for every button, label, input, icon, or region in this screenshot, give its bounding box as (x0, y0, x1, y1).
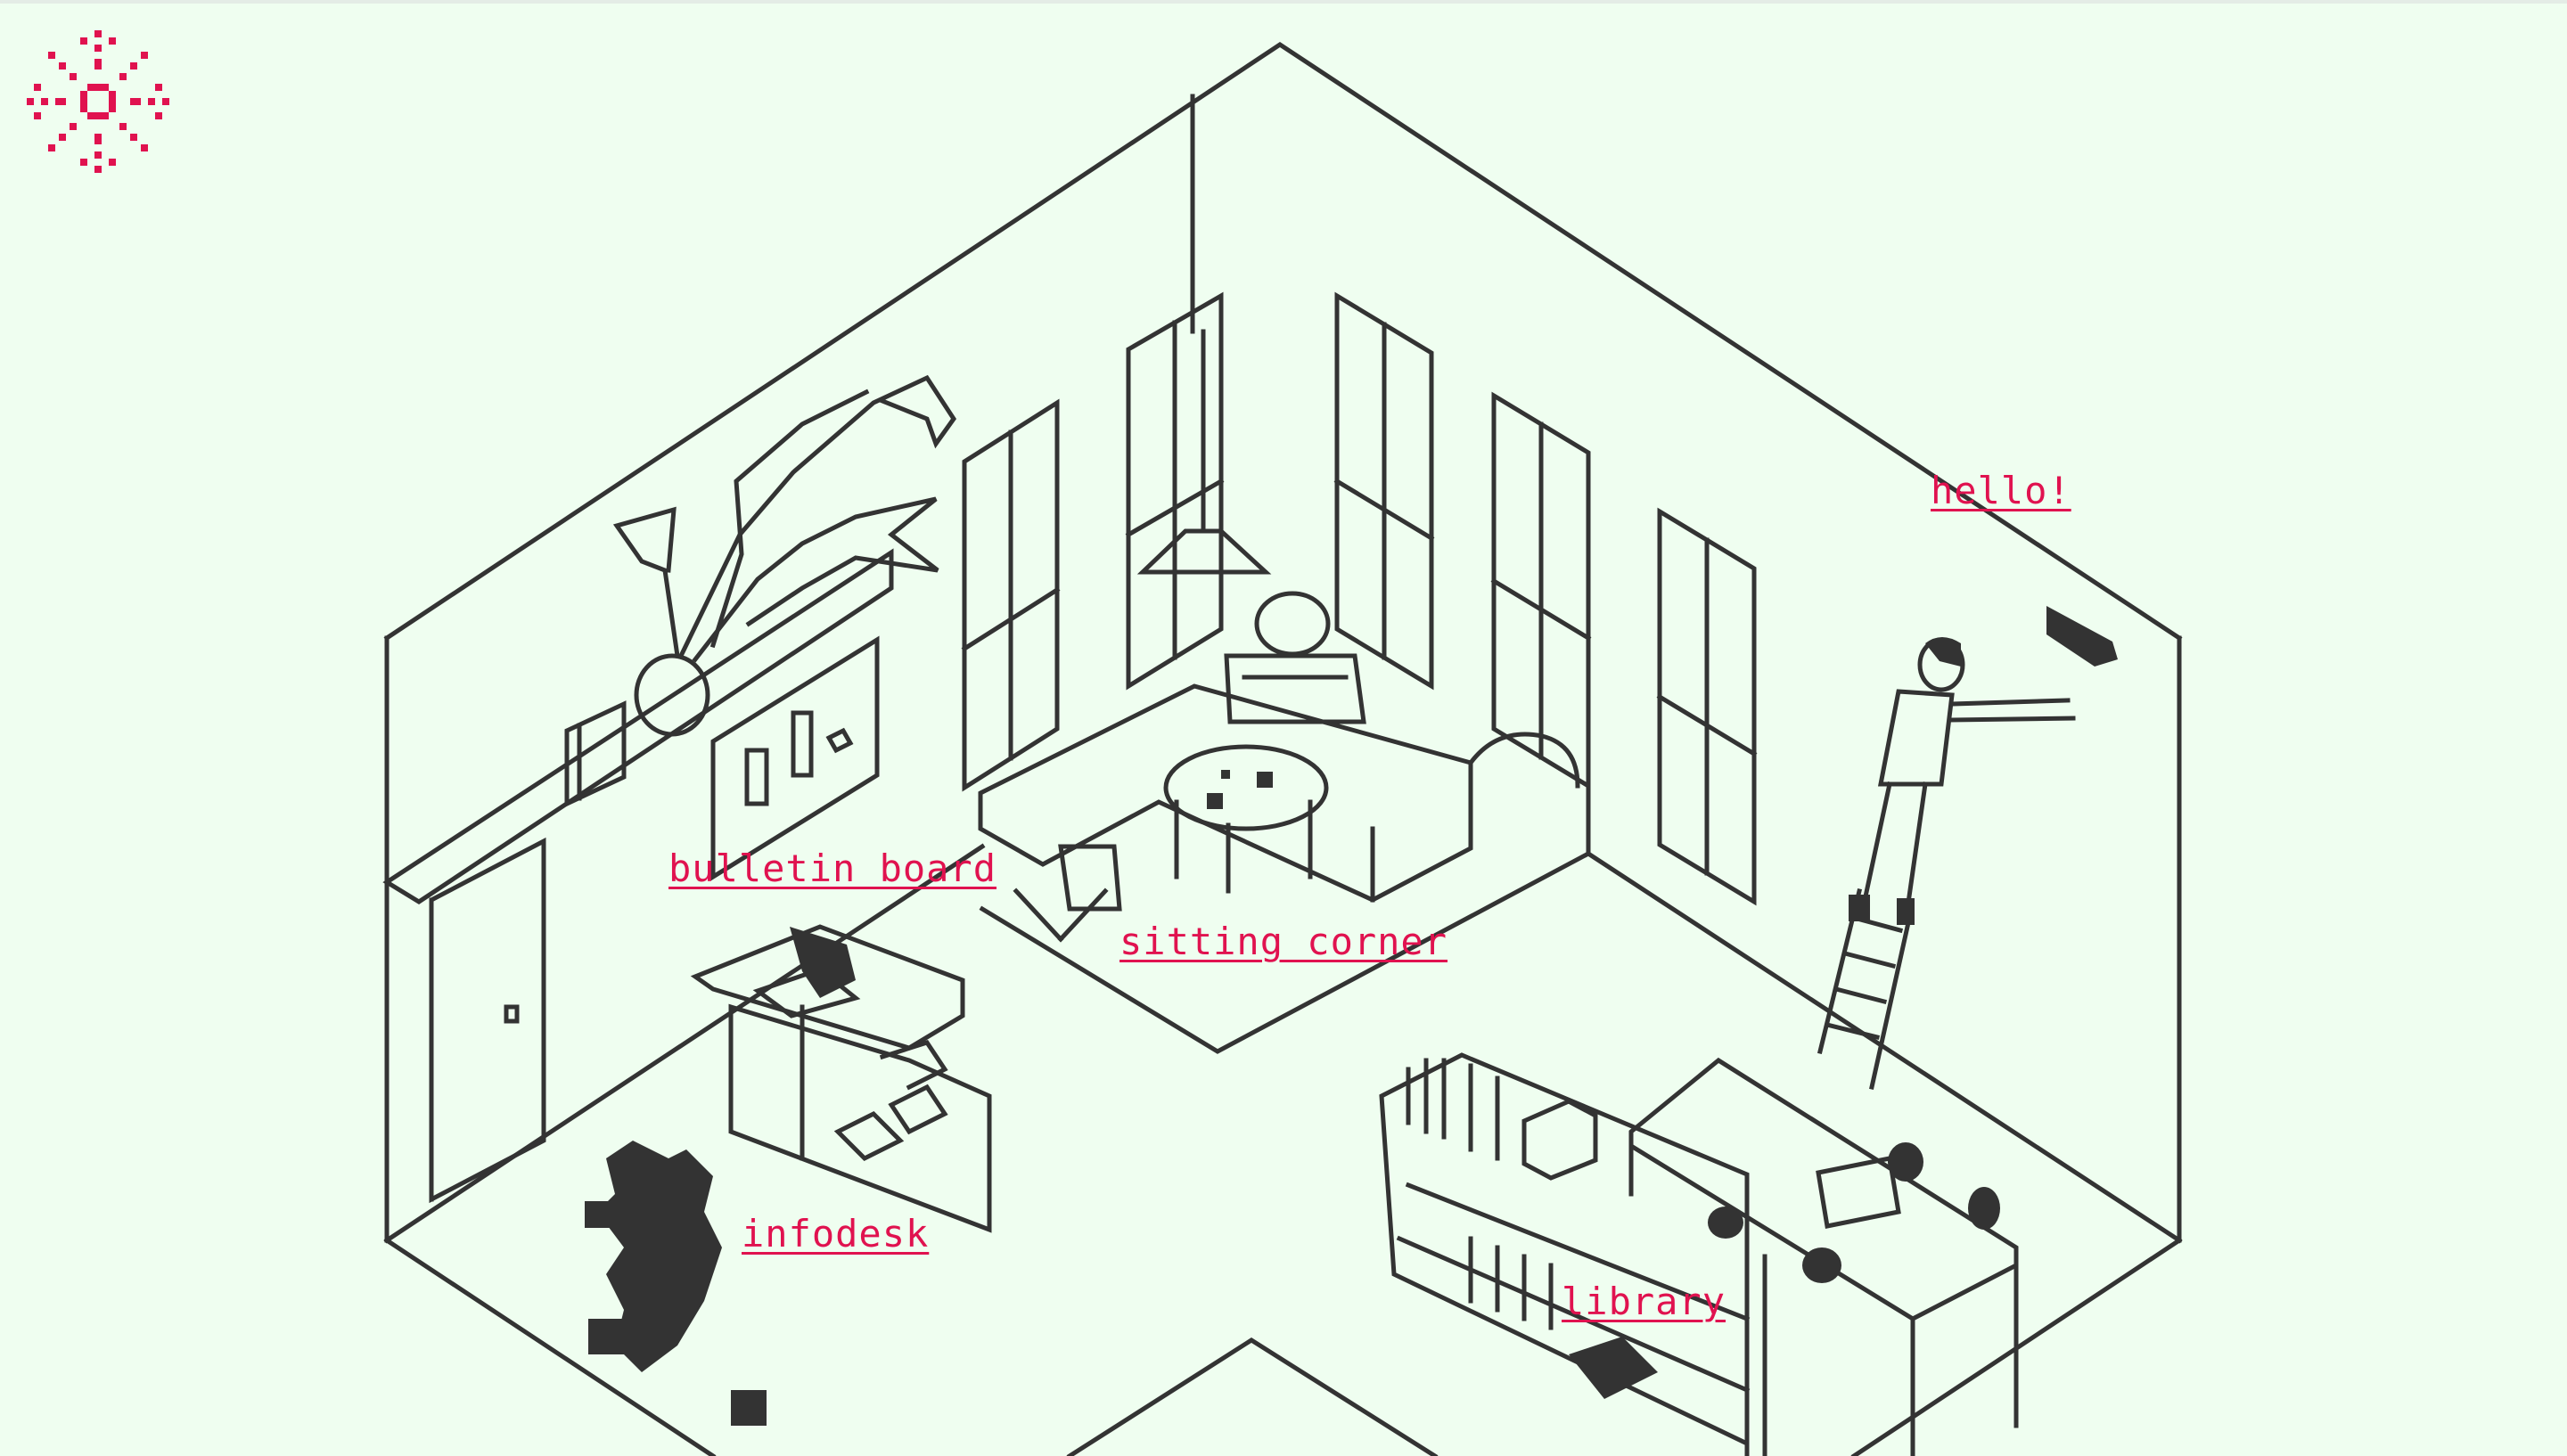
left-wall-features (382, 374, 957, 1204)
infodesk-details (585, 927, 856, 1426)
person-on-ladder (1817, 637, 2076, 1090)
infodesk-link[interactable]: infodesk (742, 1212, 930, 1256)
library-details (1569, 1142, 2000, 1399)
person-details (1849, 606, 2118, 925)
top-border (0, 0, 2567, 4)
sitting-corner-details (1207, 770, 1273, 809)
sitting-corner-furniture (978, 329, 1580, 943)
sun-burst-icon[interactable] (27, 30, 169, 173)
hello-link[interactable]: hello! (1931, 469, 2071, 512)
bulletin-board-link[interactable]: bulletin board (668, 847, 997, 890)
infodesk-furniture (690, 924, 992, 1233)
library-link[interactable]: library (1562, 1280, 1726, 1323)
sitting-corner-link[interactable]: sitting corner (1119, 920, 1448, 963)
library-furniture (1379, 1052, 2019, 1456)
back-windows (961, 291, 1758, 906)
